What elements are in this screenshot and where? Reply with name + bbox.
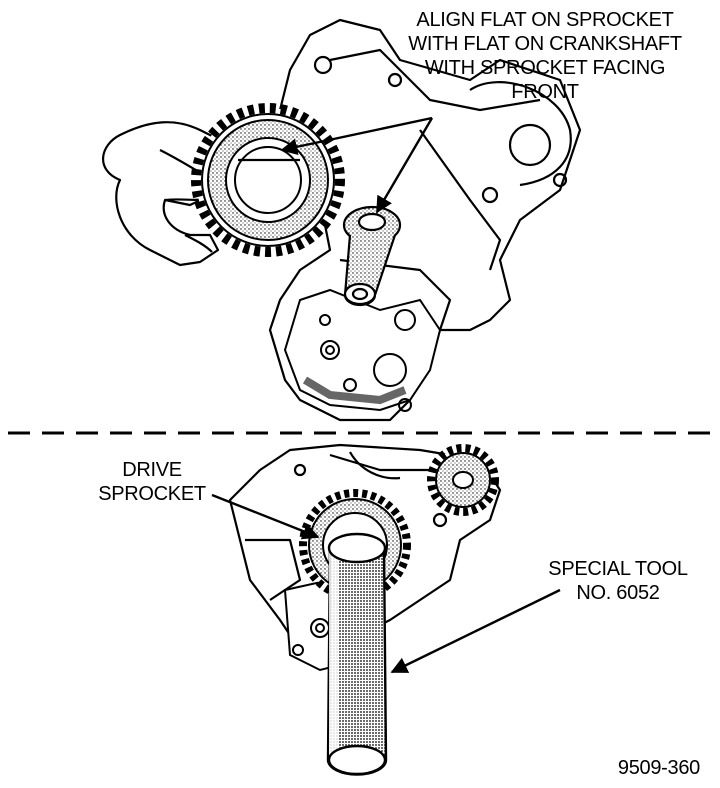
special-tool-label: SPECIAL TOOL NO. 6052	[538, 557, 698, 605]
figure-id: 9509-360	[617, 757, 700, 779]
align-flat-line-1: ALIGN FLAT ON SPROCKET	[416, 9, 674, 31]
oil-pump-top	[283, 288, 442, 412]
drive-sprocket-line-2: SPROCKET	[98, 483, 206, 505]
leader-lines-bottom	[211, 493, 561, 674]
leader-lines-top	[280, 116, 434, 214]
align-flat-line-2: WITH FLAT ON CRANKSHAFT	[408, 33, 682, 55]
align-flat-line-3: WITH SPROCKET FACING	[424, 57, 666, 79]
drive-sprocket-line-1: DRIVE	[122, 459, 182, 481]
drive-sprocket-label: DRIVE SPROCKET	[92, 458, 212, 506]
small-gear-bottom	[427, 444, 499, 516]
sprocket-top	[191, 103, 345, 257]
special-tool-line-2: NO. 6052	[576, 582, 660, 604]
special-tool-6052	[326, 532, 388, 776]
crankshaft-top	[342, 205, 402, 307]
special-tool-line-1: SPECIAL TOOL	[548, 558, 688, 580]
align-flat-label: ALIGN FLAT ON SPROCKET WITH FLAT ON CRAN…	[385, 8, 705, 104]
align-flat-line-4: FRONT	[511, 81, 579, 103]
